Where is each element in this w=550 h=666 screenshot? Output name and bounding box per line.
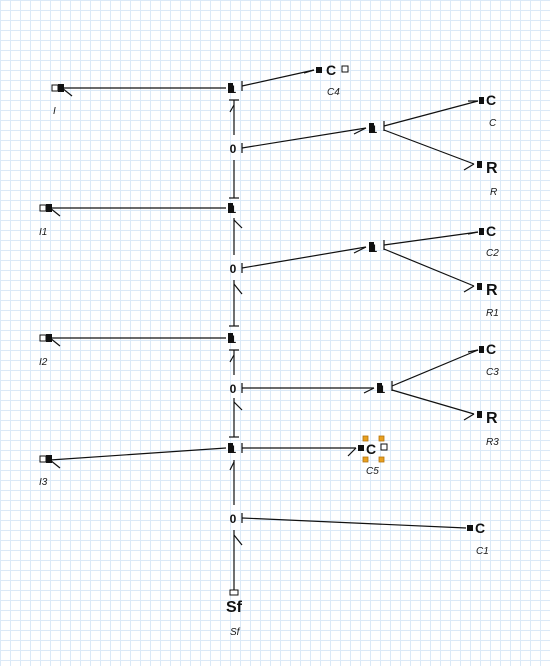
symbol-Sf: Sf — [226, 599, 243, 616]
bond-C1[interactable] — [241, 513, 467, 529]
selection-handles[interactable] — [362, 435, 385, 463]
bond-spine-2[interactable] — [229, 160, 239, 199]
bond-spine-4[interactable] — [229, 280, 243, 327]
element-R[interactable]: R R — [477, 160, 498, 198]
element-I[interactable]: I — [51, 84, 64, 117]
junction-one-right-a[interactable]: 1 — [369, 123, 377, 136]
symbol-R1: R — [486, 282, 498, 299]
junction-one-right-c-symbol: 1 — [379, 384, 385, 396]
symbol-R: R — [486, 160, 498, 177]
element-I2[interactable]: I2 — [39, 334, 52, 368]
element-C5[interactable]: C C5 — [358, 435, 388, 477]
bond-I[interactable] — [61, 87, 226, 97]
label-I: I — [53, 106, 56, 117]
bond-R1[interactable] — [383, 248, 475, 293]
junction-one-d[interactable]: 1 — [228, 443, 236, 456]
junction-one-a[interactable]: 1 — [228, 83, 236, 96]
element-R3[interactable]: R R3 — [477, 410, 499, 448]
symbol-C3: C — [486, 341, 496, 357]
label-R3: R3 — [486, 437, 499, 448]
bond-to-junction-b[interactable] — [241, 246, 367, 273]
symbol-C: C — [486, 92, 496, 108]
label-C2: C2 — [486, 248, 499, 259]
label-C5: C5 — [366, 466, 379, 477]
bond-spine-7[interactable] — [229, 460, 235, 505]
label-C: C — [489, 118, 497, 129]
element-I1[interactable]: I1 — [39, 204, 52, 238]
label-C4: C4 — [327, 87, 340, 98]
element-C2[interactable]: C C2 — [479, 223, 499, 259]
junction-one-right-b-symbol: 1 — [371, 243, 377, 255]
junction-one-right-a-symbol: 1 — [371, 124, 377, 136]
label-R1: R1 — [486, 308, 499, 319]
junction-one-b[interactable]: 1 — [228, 203, 236, 216]
label-C1: C1 — [476, 546, 489, 557]
junction-one-c-symbol: 1 — [230, 334, 236, 346]
bond-R3[interactable] — [391, 389, 475, 421]
junction-zero-c[interactable]: 0 — [230, 382, 237, 396]
junction-zero-d-symbol: 0 — [230, 512, 237, 526]
bond-I3[interactable] — [49, 447, 227, 469]
bond-spine-8[interactable] — [233, 530, 243, 590]
junction-one-b-symbol: 1 — [230, 204, 236, 216]
label-R: R — [490, 187, 497, 198]
bond-to-junction-a[interactable] — [241, 127, 367, 153]
junction-one-right-c[interactable]: 1 — [377, 383, 385, 396]
label-I3: I3 — [39, 477, 48, 488]
bond-I2[interactable] — [49, 337, 226, 347]
bond-spine-3[interactable] — [233, 218, 243, 255]
junction-one-d-symbol: 1 — [230, 444, 236, 456]
junction-zero-a[interactable]: 0 — [230, 142, 237, 156]
bond-C[interactable] — [383, 100, 479, 131]
junction-one-right-b[interactable]: 1 — [369, 242, 377, 255]
element-C[interactable]: C C — [479, 92, 497, 129]
bond-spine-1[interactable] — [229, 99, 239, 135]
label-C3: C3 — [486, 367, 499, 378]
symbol-C1: C — [475, 520, 485, 536]
label-Sf: Sf — [230, 627, 241, 638]
symbol-C2: C — [486, 223, 496, 239]
symbol-C4: C — [326, 62, 336, 78]
bond-to-junction-c[interactable] — [241, 383, 375, 394]
bond-C5[interactable] — [241, 443, 357, 457]
junction-zero-b-symbol: 0 — [230, 262, 237, 276]
element-I3[interactable]: I3 — [39, 455, 52, 488]
element-R1[interactable]: R R1 — [477, 282, 499, 319]
element-C1[interactable]: C C1 — [467, 520, 489, 557]
bond-C3[interactable] — [391, 349, 479, 391]
element-Sf[interactable]: Sf Sf — [226, 589, 243, 638]
bond-R[interactable] — [383, 129, 475, 171]
element-C3[interactable]: C C3 — [479, 341, 499, 378]
label-I1: I1 — [39, 227, 47, 238]
junction-zero-d[interactable]: 0 — [230, 512, 237, 526]
junction-zero-c-symbol: 0 — [230, 382, 237, 396]
junction-zero-a-symbol: 0 — [230, 142, 237, 156]
junction-one-c[interactable]: 1 — [228, 333, 236, 346]
label-I2: I2 — [39, 357, 48, 368]
symbol-C5: C — [366, 441, 376, 457]
bond-C4[interactable] — [241, 69, 315, 91]
bond-C2[interactable] — [383, 231, 479, 250]
element-C4[interactable]: C C4 — [316, 62, 349, 98]
bond-I1[interactable] — [49, 207, 226, 217]
junction-zero-b[interactable]: 0 — [230, 262, 237, 276]
bond-spine-6[interactable] — [229, 398, 243, 438]
bond-spine-5[interactable] — [229, 349, 239, 375]
junction-one-a-symbol: 1 — [230, 84, 236, 96]
symbol-R3: R — [486, 410, 498, 427]
